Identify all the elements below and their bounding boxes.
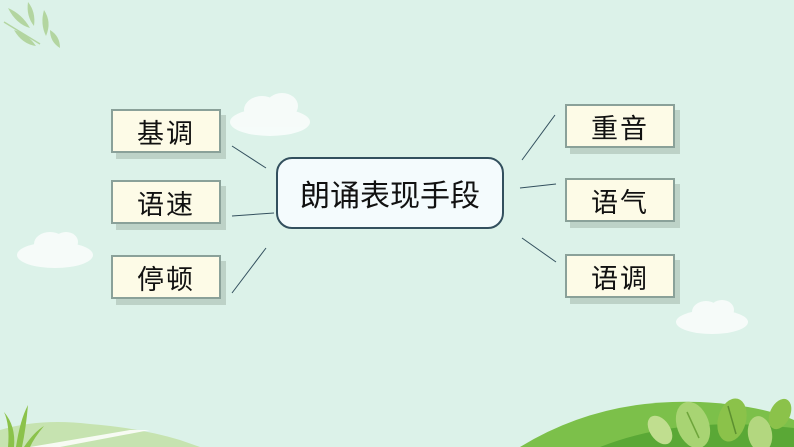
right-node-1-label: 重音 (591, 107, 649, 146)
right-node-2: 语气 (565, 178, 675, 222)
right-node-3: 语调 (565, 254, 675, 298)
cloud-right (676, 300, 748, 334)
cloud-top (230, 93, 310, 136)
center-node-label: 朗诵表现手段 (300, 171, 480, 215)
top-left-leaves-icon (4, 2, 60, 48)
left-node-2: 语速 (111, 180, 221, 224)
right-node-2-label: 语气 (591, 181, 649, 220)
left-node-1-label: 基调 (137, 112, 195, 151)
center-node: 朗诵表现手段 (276, 157, 504, 229)
connector-left-3 (232, 248, 266, 293)
right-node-3-label: 语调 (591, 257, 649, 296)
connector-right-3 (522, 238, 556, 262)
left-node-3-label: 停顿 (137, 258, 195, 297)
connector-right-1 (522, 115, 555, 160)
connector-left-2 (232, 213, 274, 216)
cloud-left (17, 232, 93, 268)
left-node-3: 停顿 (111, 255, 221, 299)
left-node-2-label: 语速 (137, 183, 195, 222)
left-node-1: 基调 (111, 109, 221, 153)
connector-left-1 (232, 146, 266, 168)
connector-right-2 (520, 184, 556, 188)
right-node-1: 重音 (565, 104, 675, 148)
bottom-hill (0, 402, 794, 447)
